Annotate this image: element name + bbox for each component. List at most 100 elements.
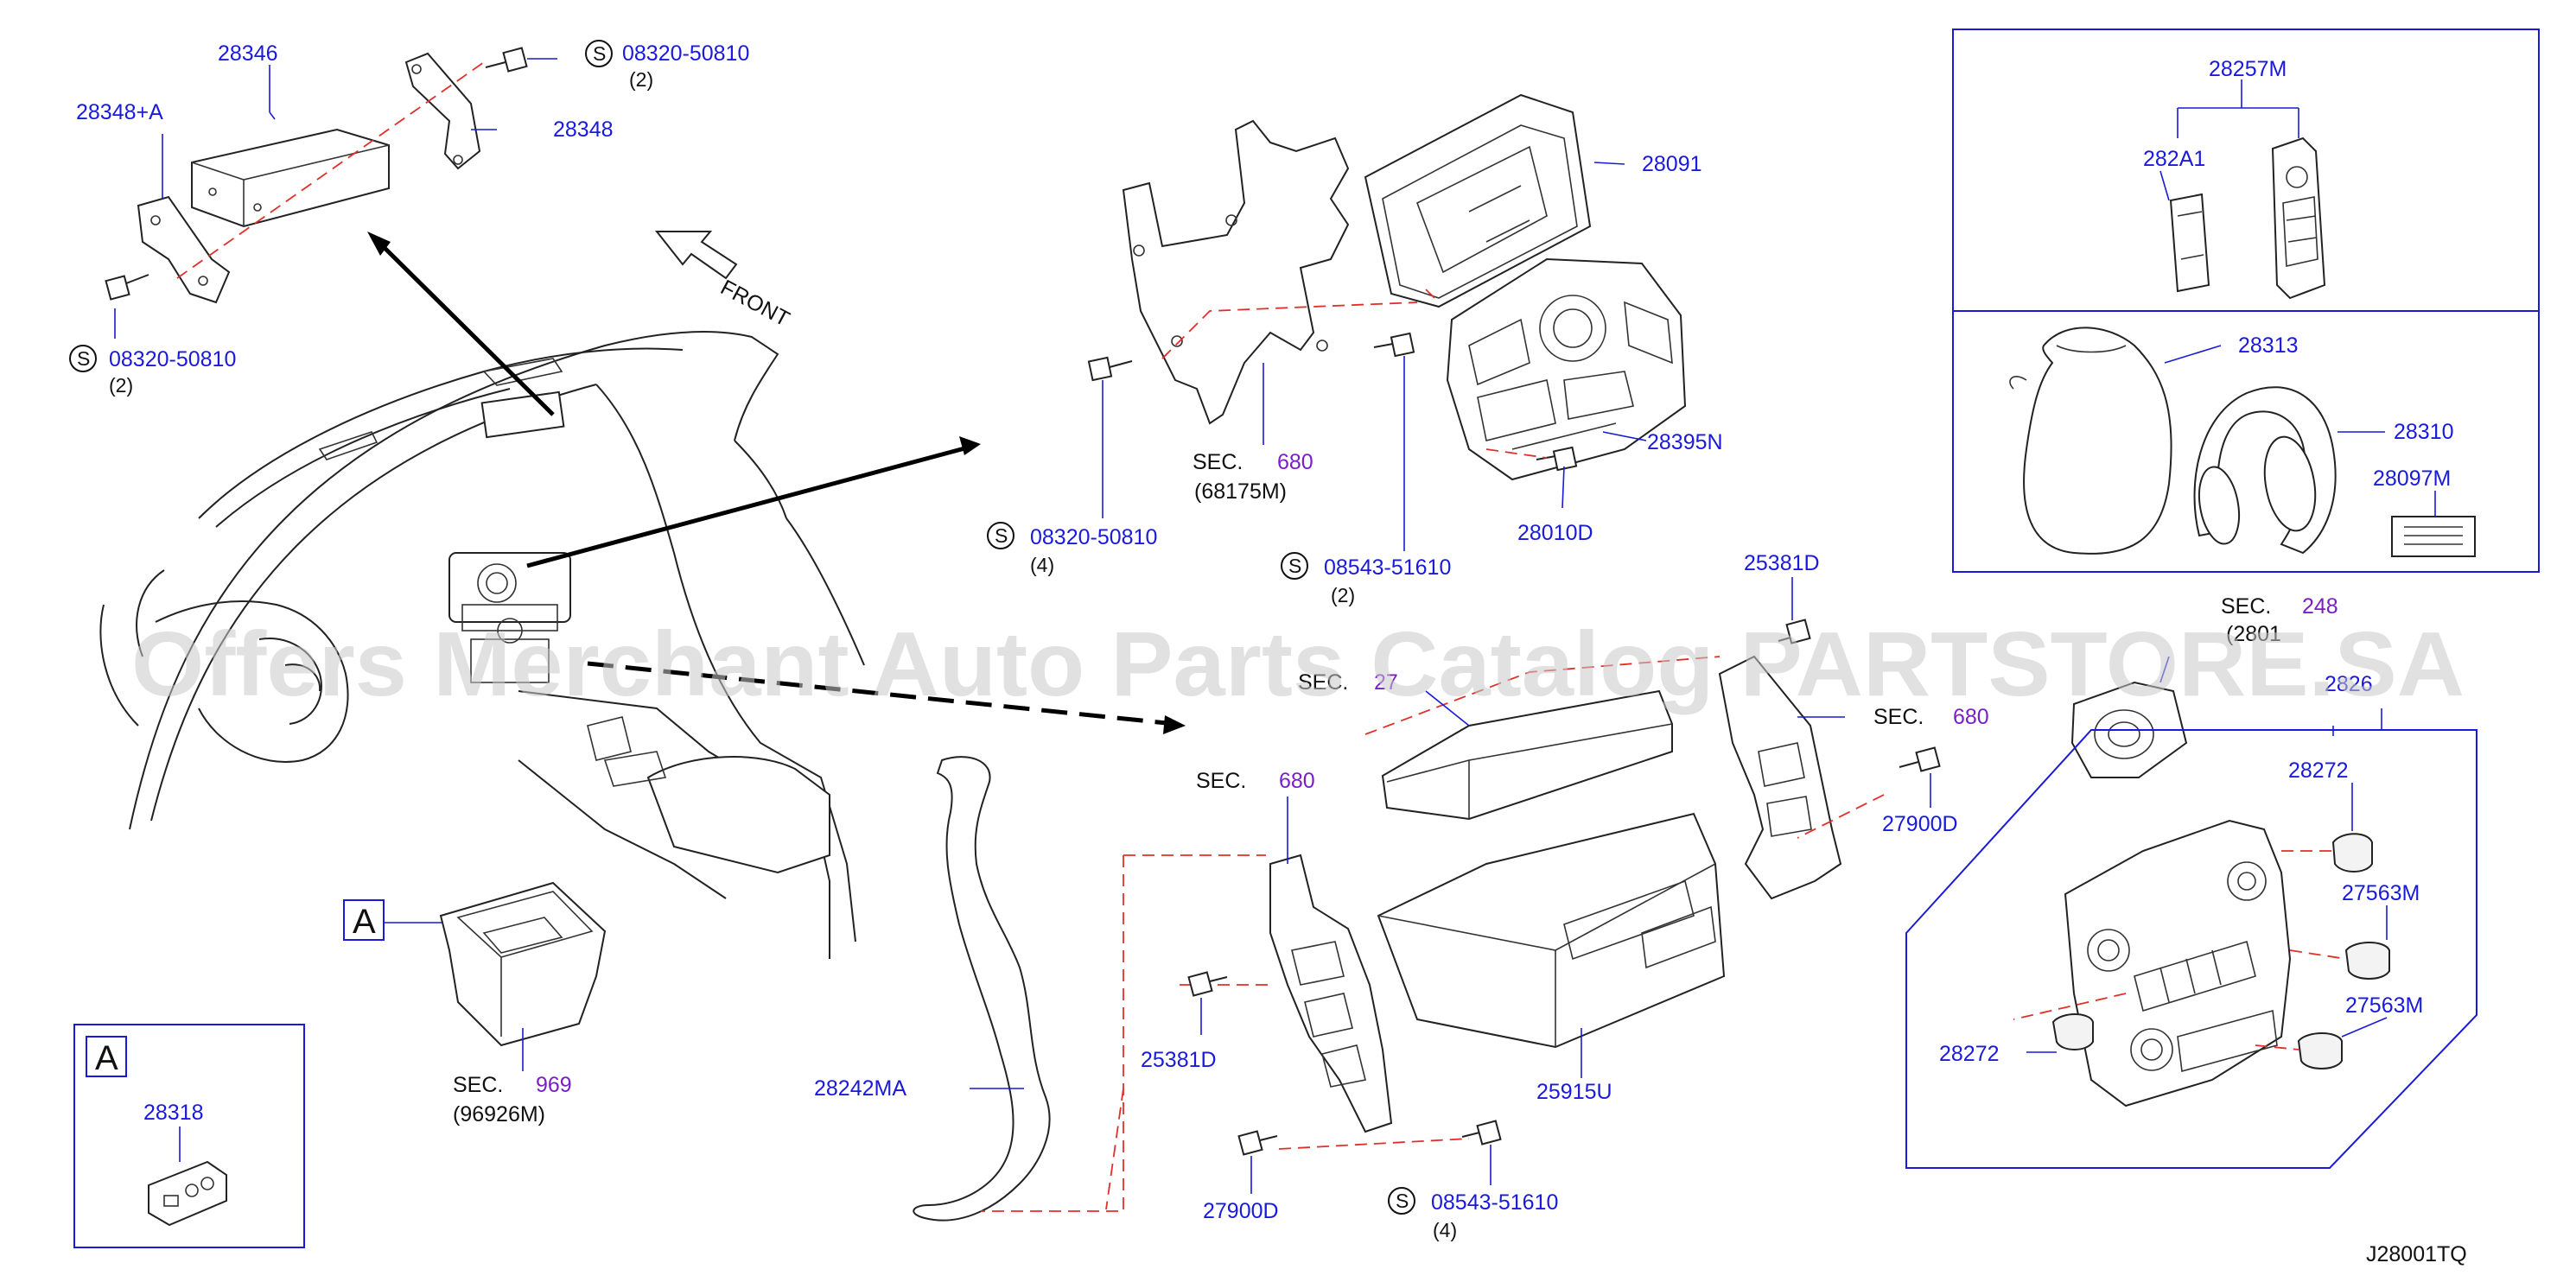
left-mounting-bracket [1269,854,1393,1133]
screw-code-s3[interactable]: 08320-50810 [1030,525,1157,549]
section-27-partial[interactable]: 27 [1374,670,1398,695]
display-bracket [1122,119,1350,425]
section-248[interactable]: 248 [2302,594,2338,619]
part-number-28242MA[interactable]: 28242MA [814,1076,906,1101]
climate-control-group: SEC. 248 (2801 2826 28272 27563M 27563M … [1905,594,2477,1169]
section-680-c[interactable]: 680 [1279,769,1315,793]
part-number-28348[interactable]: 28348 [553,117,614,142]
part-number-28310[interactable]: 28310 [2394,420,2454,444]
accessories-frame [1952,29,2540,573]
section-ref-2801: (2801 [2226,622,2281,646]
section-ref-96926M: (96926M) [453,1102,545,1127]
section-prefix: SEC. [1196,769,1246,793]
screw-code-s4[interactable]: 08543-51610 [1324,555,1451,580]
section-969[interactable]: 969 [536,1073,572,1097]
screw-symbol-icon [1388,1187,1415,1215]
label-card [2391,516,2476,557]
headphones [2193,386,2337,555]
control-module [191,128,390,228]
part-number-2826-partial[interactable]: 2826 [2325,672,2373,696]
screw-code-s2[interactable]: 08320-50810 [109,347,236,371]
part-number-282A1[interactable]: 282A1 [2143,147,2205,171]
display-assembly-group: 28091 28395N 28010D SEC. 680 (68175M) S … [987,93,1723,606]
part-number-28091[interactable]: 28091 [1642,152,1702,176]
display-unit [1364,93,1592,308]
module-28346-group: 28346 28348+A 28348 S 08320-50810 (2) S … [69,40,749,397]
screw-code-s5[interactable]: 08543-51610 [1431,1190,1558,1215]
part-number-25381D-left[interactable]: 25381D [1141,1048,1217,1072]
screw-code-s1[interactable]: 08320-50810 [622,41,749,66]
part-number-28395N[interactable]: 28395N [1647,430,1723,454]
section-ref-68175M: (68175M) [1194,479,1287,504]
knob-27563M-top [2344,942,2390,980]
part-number-28318[interactable]: 28318 [143,1101,204,1125]
console-pocket-group: A SEC. 969 (96926M) A 28318 [73,881,607,1248]
part-number-27563M-top[interactable]: 27563M [2342,881,2420,905]
part-number-28272-bottom[interactable]: 28272 [1939,1042,2000,1066]
screw-symbol: S [1396,1190,1409,1212]
bolt-icon [1187,971,1228,997]
screw-symbol-icon [69,345,97,372]
part-number-27900D-bottom[interactable]: 27900D [1203,1199,1279,1223]
console-pocket [439,881,607,1047]
part-number-25915U[interactable]: 25915U [1536,1080,1612,1104]
part-number-28348A[interactable]: 28348+A [76,100,163,124]
part-number-28010D[interactable]: 28010D [1517,521,1593,545]
part-number-28272-top[interactable]: 28272 [2288,758,2349,783]
screw-qty-s2: (2) [109,374,133,397]
bolt-icon [485,47,528,73]
section-680-a[interactable]: 680 [1277,450,1313,474]
bolt-icon [1778,619,1811,644]
screw-symbol-icon [987,522,1014,549]
screw-symbol: S [995,524,1008,547]
screw-symbol-icon [585,40,613,67]
view-a-frame [73,1024,305,1248]
section-680-b[interactable]: 680 [1953,705,1989,729]
bolt-icon [1237,1130,1278,1156]
usb-aux-port [148,1160,227,1227]
bolt-icon [105,274,149,301]
part-number-27563M-bottom[interactable]: 27563M [2345,993,2423,1018]
section-prefix: SEC. [1193,450,1243,474]
screw-symbol: S [77,347,90,370]
right-bracket [404,52,481,170]
section-prefix: SEC. [1298,670,1348,695]
screw-qty-s4: (2) [1331,584,1355,606]
headphone-bag [2023,327,2172,555]
screw-qty-s3: (4) [1030,554,1054,576]
diagram-code: J28001TQ [2366,1242,2467,1266]
upper-audio-unit [1381,689,1673,821]
audio-units-group: 25381D 27900D 25381D 27900D 25915U 28242… [814,551,2334,1241]
view-marker-a: A [95,1039,118,1077]
part-number-28097M[interactable]: 28097M [2373,466,2451,491]
usb-cable [913,756,1051,1222]
section-prefix: SEC. [1873,705,1924,729]
front-label: FRONT [716,276,793,332]
screw-symbol: S [593,42,606,65]
knob-28272-bottom [2051,1013,2094,1050]
bolt-icon [1536,446,1578,472]
section-prefix: SEC. [2221,594,2271,619]
screw-symbol: S [1288,555,1301,577]
part-number-28257M[interactable]: 28257M [2209,57,2287,81]
watermark: Offers Merchant Auto Parts Catalog PARTS… [131,613,2465,715]
bolt-icon [1461,1120,1502,1146]
pointer-arrows [367,232,1186,734]
part-number-28313[interactable]: 28313 [2238,333,2299,358]
accessories-box: 28257M 282A1 28313 28310 28097M [1952,29,2540,573]
climate-box-frame [1905,729,2477,1169]
battery-cover [2169,193,2210,293]
knob-28272-top [2331,833,2373,873]
screw-qty-s1: (2) [629,68,653,91]
part-number-27900D-right[interactable]: 27900D [1882,812,1958,836]
bolt-icon [1087,356,1133,382]
screw-symbol-icon [1281,552,1308,580]
view-marker-a: A [353,903,376,941]
knob-27563M-bottom [2297,1032,2343,1069]
main-audio-unit [1377,812,1726,1049]
part-number-25381D-top[interactable]: 25381D [1744,551,1820,575]
right-mounting-bracket [1718,655,1842,900]
bolt-icon [1373,332,1415,358]
part-number-28346[interactable]: 28346 [218,41,278,66]
